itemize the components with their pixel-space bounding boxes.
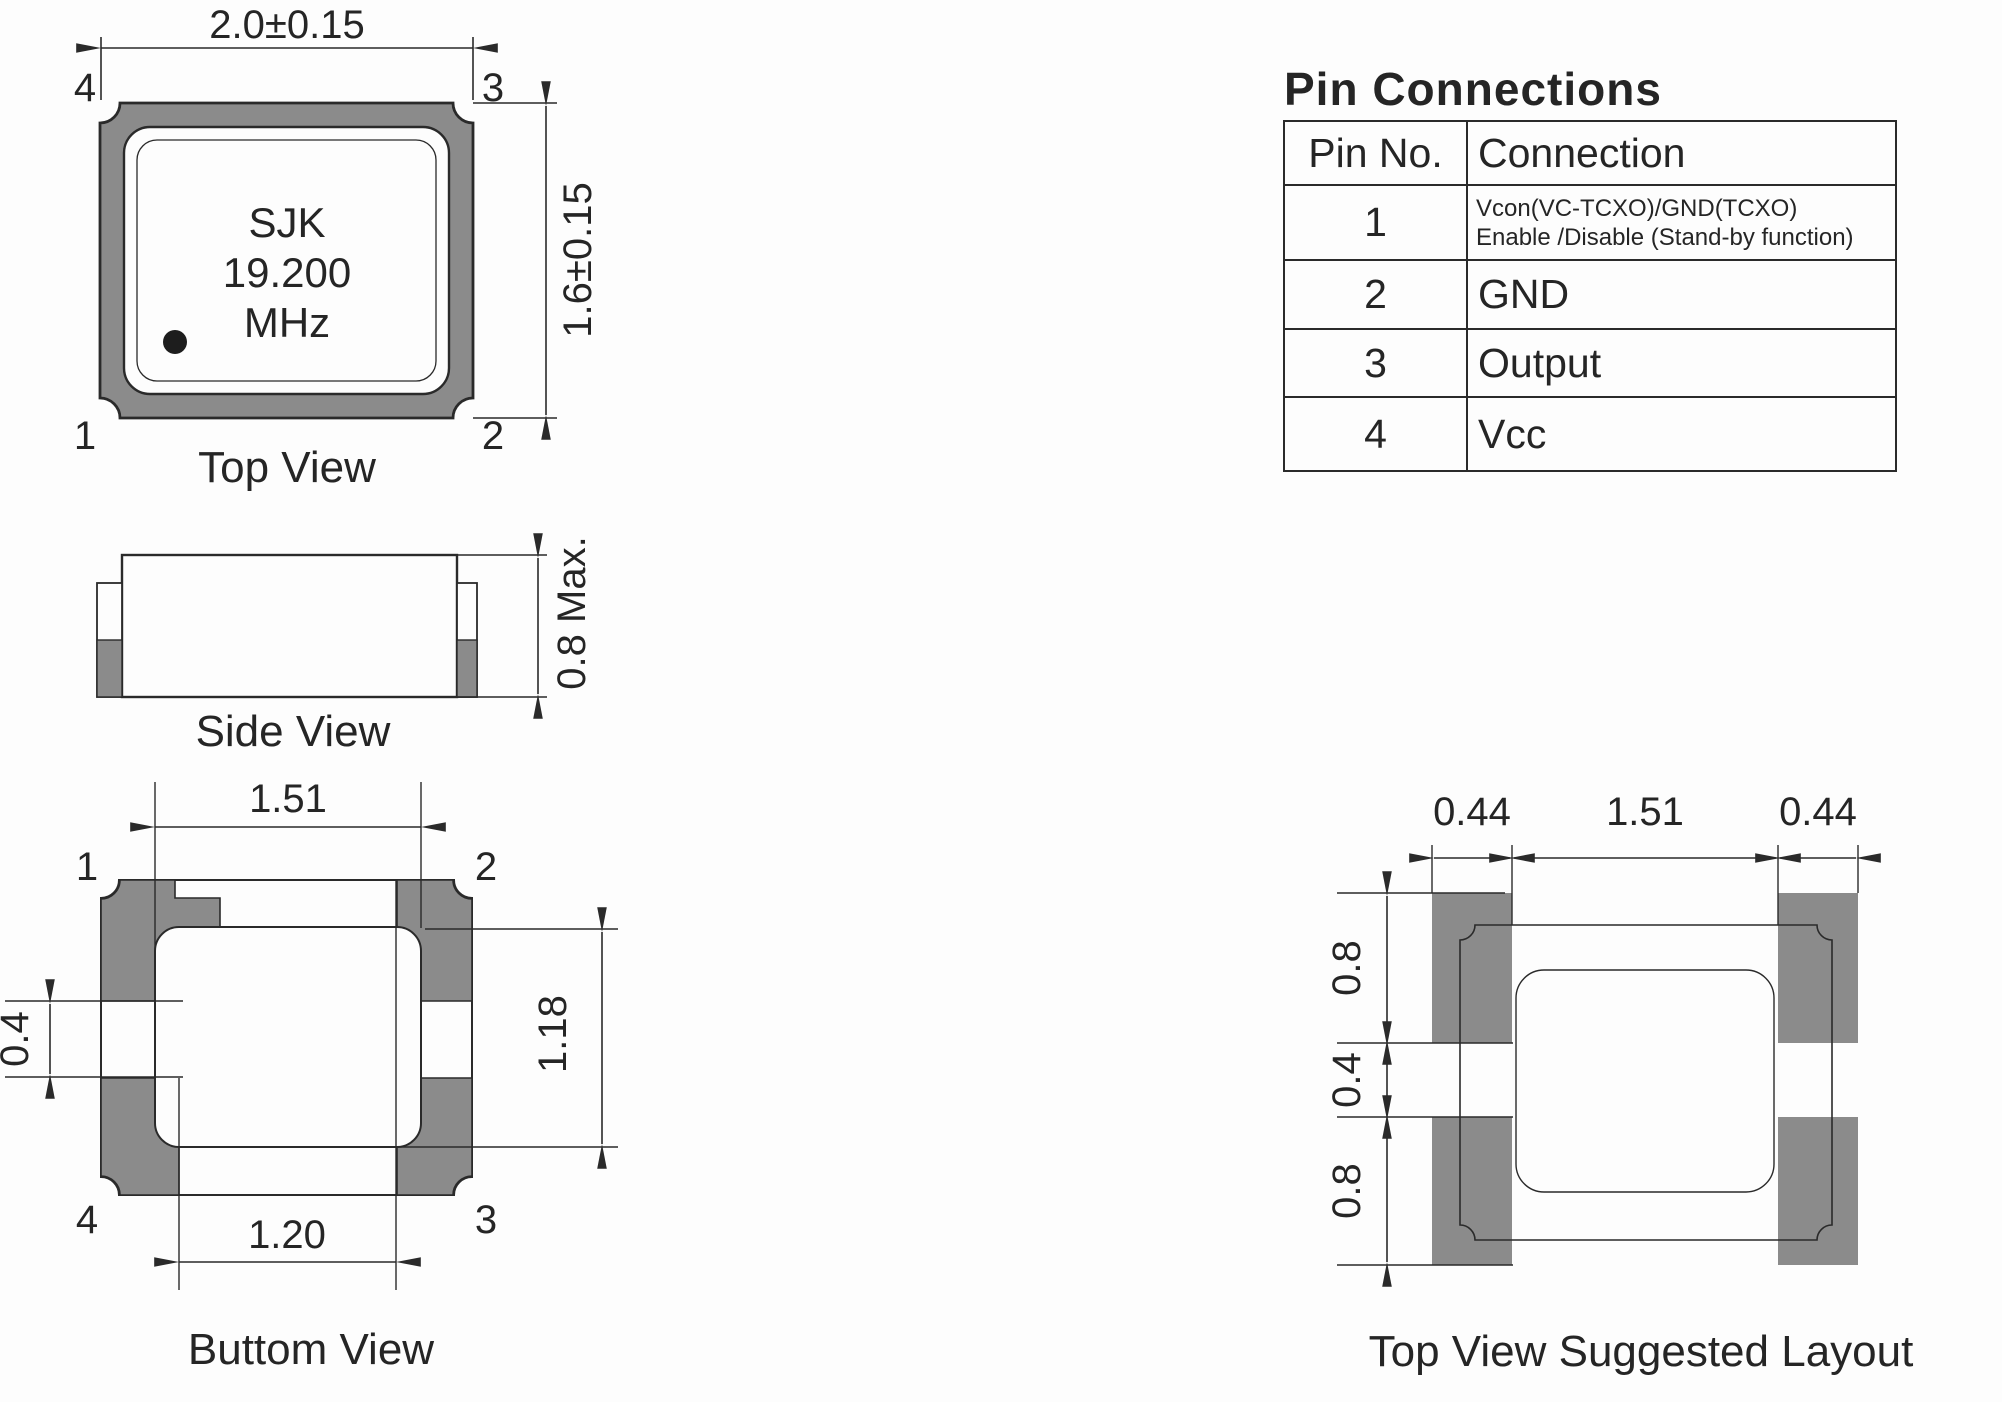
side-view-thickness-label: 0.8 Max.: [550, 536, 594, 689]
pin-number-cell: 3: [1283, 328, 1468, 398]
marking-unit: MHz: [244, 299, 330, 346]
top-view-height-dim-label: 1.6±0.15: [556, 182, 600, 337]
bottom-view-drawing: 1.51 0.4 1.18 1.20 1 2 4 3 Buttom View: [0, 777, 618, 1374]
layout-dim-top-right: 0.44: [1779, 790, 1857, 834]
header-connection: Connection: [1466, 120, 1897, 186]
table-row: 4 Vcc: [1283, 396, 1897, 472]
layout-package-outline: [1459, 924, 1833, 1241]
bottom-view-cavity: [154, 926, 422, 1148]
pin-label-3: 3: [482, 66, 504, 110]
connection-cell: Vcc: [1466, 396, 1897, 472]
top-view-width-dim-label: 2.0±0.15: [209, 3, 364, 47]
marking-brand: SJK: [248, 199, 325, 246]
connection-line-2: Enable /Disable (Stand-by function): [1476, 223, 1854, 251]
side-view-body: [120, 553, 459, 699]
layout-pad-bottom-left: [1432, 1117, 1512, 1265]
connection-cell: Output: [1466, 328, 1897, 398]
layout-cavity-outline: [1515, 969, 1775, 1193]
connection-cell: GND: [1466, 259, 1897, 330]
marking-frequency: 19.200: [223, 249, 351, 296]
pin-label-4: 4: [74, 66, 96, 110]
pin-label-3: 3: [475, 1198, 497, 1242]
layout-pad-top-left: [1432, 893, 1512, 1043]
table-row: 2 GND: [1283, 259, 1897, 330]
pin-label-1: 1: [76, 845, 98, 889]
layout-dim-left-middle: 0.4: [1325, 1052, 1369, 1108]
bottom-view-left-dim-label: 0.4: [0, 1011, 37, 1067]
suggested-layout-drawing: 0.44 1.51 0.44 0.8 0.4 0.8 Top View Sugg…: [1325, 790, 1913, 1376]
side-view-title: Side View: [196, 707, 391, 756]
pin-label-1: 1: [74, 414, 96, 458]
top-view-face-inner-line: [136, 139, 437, 382]
layout-dim-left-top: 0.8: [1325, 940, 1369, 996]
pin-connections-title: Pin Connections: [1284, 63, 1662, 115]
pin-number-cell: 2: [1283, 259, 1468, 330]
bottom-view-bottom-dim-label: 1.20: [248, 1213, 326, 1257]
pin-label-2: 2: [482, 414, 504, 458]
top-view-package-face: [122, 125, 451, 396]
layout-dim-top-left: 0.44: [1433, 790, 1511, 834]
pin-label-4: 4: [76, 1198, 98, 1242]
bottom-view-top-dim-label: 1.51: [249, 777, 327, 821]
bottom-view-right-dim-label: 1.18: [531, 995, 575, 1073]
side-view-right-pad-metal: [456, 639, 478, 698]
table-row: 3 Output: [1283, 328, 1897, 398]
side-view-drawing: 0.8 Max. Side View: [96, 533, 594, 756]
pin1-index-dot: [163, 330, 187, 354]
pin-number-cell: 1: [1283, 184, 1468, 261]
connection-line-1: Vcon(VC-TCXO)/GND(TCXO): [1476, 194, 1798, 222]
side-view-left-pad-metal: [96, 639, 123, 698]
pin-label-2: 2: [475, 845, 497, 889]
header-pin-no: Pin No.: [1283, 120, 1468, 186]
layout-dim-top-center: 1.51: [1606, 790, 1684, 834]
table-header-row: Pin No. Connection: [1283, 120, 1897, 186]
table-row: 1 Vcon(VC-TCXO)/GND(TCXO) Enable /Disabl…: [1283, 184, 1897, 261]
layout-view-title: Top View Suggested Layout: [1369, 1327, 1914, 1376]
layout-dim-left-bottom: 0.8: [1325, 1163, 1369, 1219]
top-view-drawing: SJK 19.200 MHz 2.0±0.15 1.6±0.15 4 3 1 2…: [74, 3, 600, 492]
pin-number-cell: 4: [1283, 396, 1468, 472]
layout-pad-bottom-right: [1778, 1117, 1858, 1265]
top-view-title: Top View: [198, 443, 376, 492]
layout-pad-top-right: [1778, 893, 1858, 1043]
connection-cell: Vcon(VC-TCXO)/GND(TCXO) Enable /Disable …: [1466, 184, 1897, 261]
pin-connections-table: Pin No. Connection 1 Vcon(VC-TCXO)/GND(T…: [1283, 120, 1897, 472]
bottom-view-title: Buttom View: [188, 1325, 434, 1374]
